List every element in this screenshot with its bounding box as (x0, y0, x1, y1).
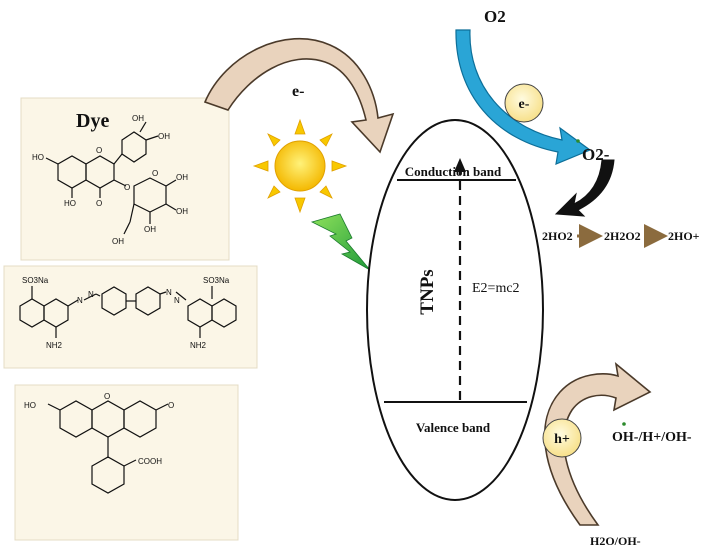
svg-text:N: N (77, 296, 83, 305)
oxygen-label: O2 (484, 7, 506, 26)
svg-text:HO: HO (32, 153, 44, 162)
svg-text:OH: OH (176, 207, 188, 216)
svg-text:O: O (124, 183, 130, 192)
svg-text:COOH: COOH (138, 457, 162, 466)
conduction-band-label: Conduction band (405, 164, 502, 179)
svg-text:HO: HO (64, 199, 76, 208)
dye-panel-1: Dye OH OH HO HO O O O (20, 97, 230, 261)
sun-icon (252, 118, 348, 214)
dye-panel-3: HO O O COOH (14, 384, 239, 541)
svg-text:OH: OH (176, 173, 188, 182)
lightning-icon (310, 213, 371, 271)
svg-text:N: N (166, 288, 172, 297)
svg-text:OH: OH (112, 237, 124, 246)
svg-text:O: O (96, 199, 102, 208)
svg-text:O: O (96, 146, 102, 155)
superoxide-label: O2- (582, 145, 610, 164)
svg-text:OH: OH (132, 114, 144, 123)
electron-transfer-arrow: e- (203, 37, 395, 154)
svg-text:N: N (88, 290, 94, 299)
oxygen-reduction-arrow (455, 29, 592, 165)
svg-text:OH: OH (158, 132, 170, 141)
tnp-particle: Conduction band Valence band TNPs E2=mc2 (366, 119, 544, 501)
svg-text:O: O (152, 169, 158, 178)
valence-band-label: Valence band (416, 420, 491, 435)
svg-text:N: N (174, 296, 180, 305)
svg-text:NH2: NH2 (46, 341, 63, 350)
radical-dot-icon (622, 422, 626, 426)
electron-transfer-label: e- (292, 83, 304, 100)
svg-text:O: O (104, 392, 110, 401)
hydroxyl-products-label: OH-/H+/OH- (612, 430, 692, 445)
water-label: H2O/OH- (590, 534, 641, 548)
hole-bubble-label: h+ (554, 432, 570, 447)
fluorescein-structure-icon (47, 400, 169, 494)
reaction-step-3: 2HO+ (668, 229, 700, 243)
electron-bubble-label: e- (519, 97, 530, 112)
dye-panel-2: SO3Na SO3Na NH2 NH2 N N N N (3, 265, 258, 369)
svg-text:O: O (168, 401, 174, 410)
radical-dot-icon (576, 139, 580, 143)
reaction-step-2: 2H2O2 (604, 229, 641, 243)
superoxide-conversion-arrow (554, 159, 615, 217)
reaction-step-1: 2HO2 (542, 229, 573, 243)
reaction-chain: 2HO2 2H2O2 2HO+ (542, 224, 700, 248)
svg-text:SO3Na: SO3Na (203, 276, 230, 285)
electron-bubble: e- (504, 83, 544, 123)
equation-label: E2=mc2 (472, 281, 520, 296)
azo-dye-structure-icon (19, 286, 237, 338)
svg-text:SO3Na: SO3Na (22, 276, 49, 285)
flavonoid-glycoside-structure-icon (45, 121, 177, 235)
svg-text:HO: HO (24, 401, 36, 410)
tnps-label: TNPs (417, 269, 438, 314)
dye-title: Dye (76, 110, 109, 132)
svg-text:OH: OH (144, 225, 156, 234)
svg-text:NH2: NH2 (190, 341, 207, 350)
hole-bubble: h+ (542, 418, 582, 458)
